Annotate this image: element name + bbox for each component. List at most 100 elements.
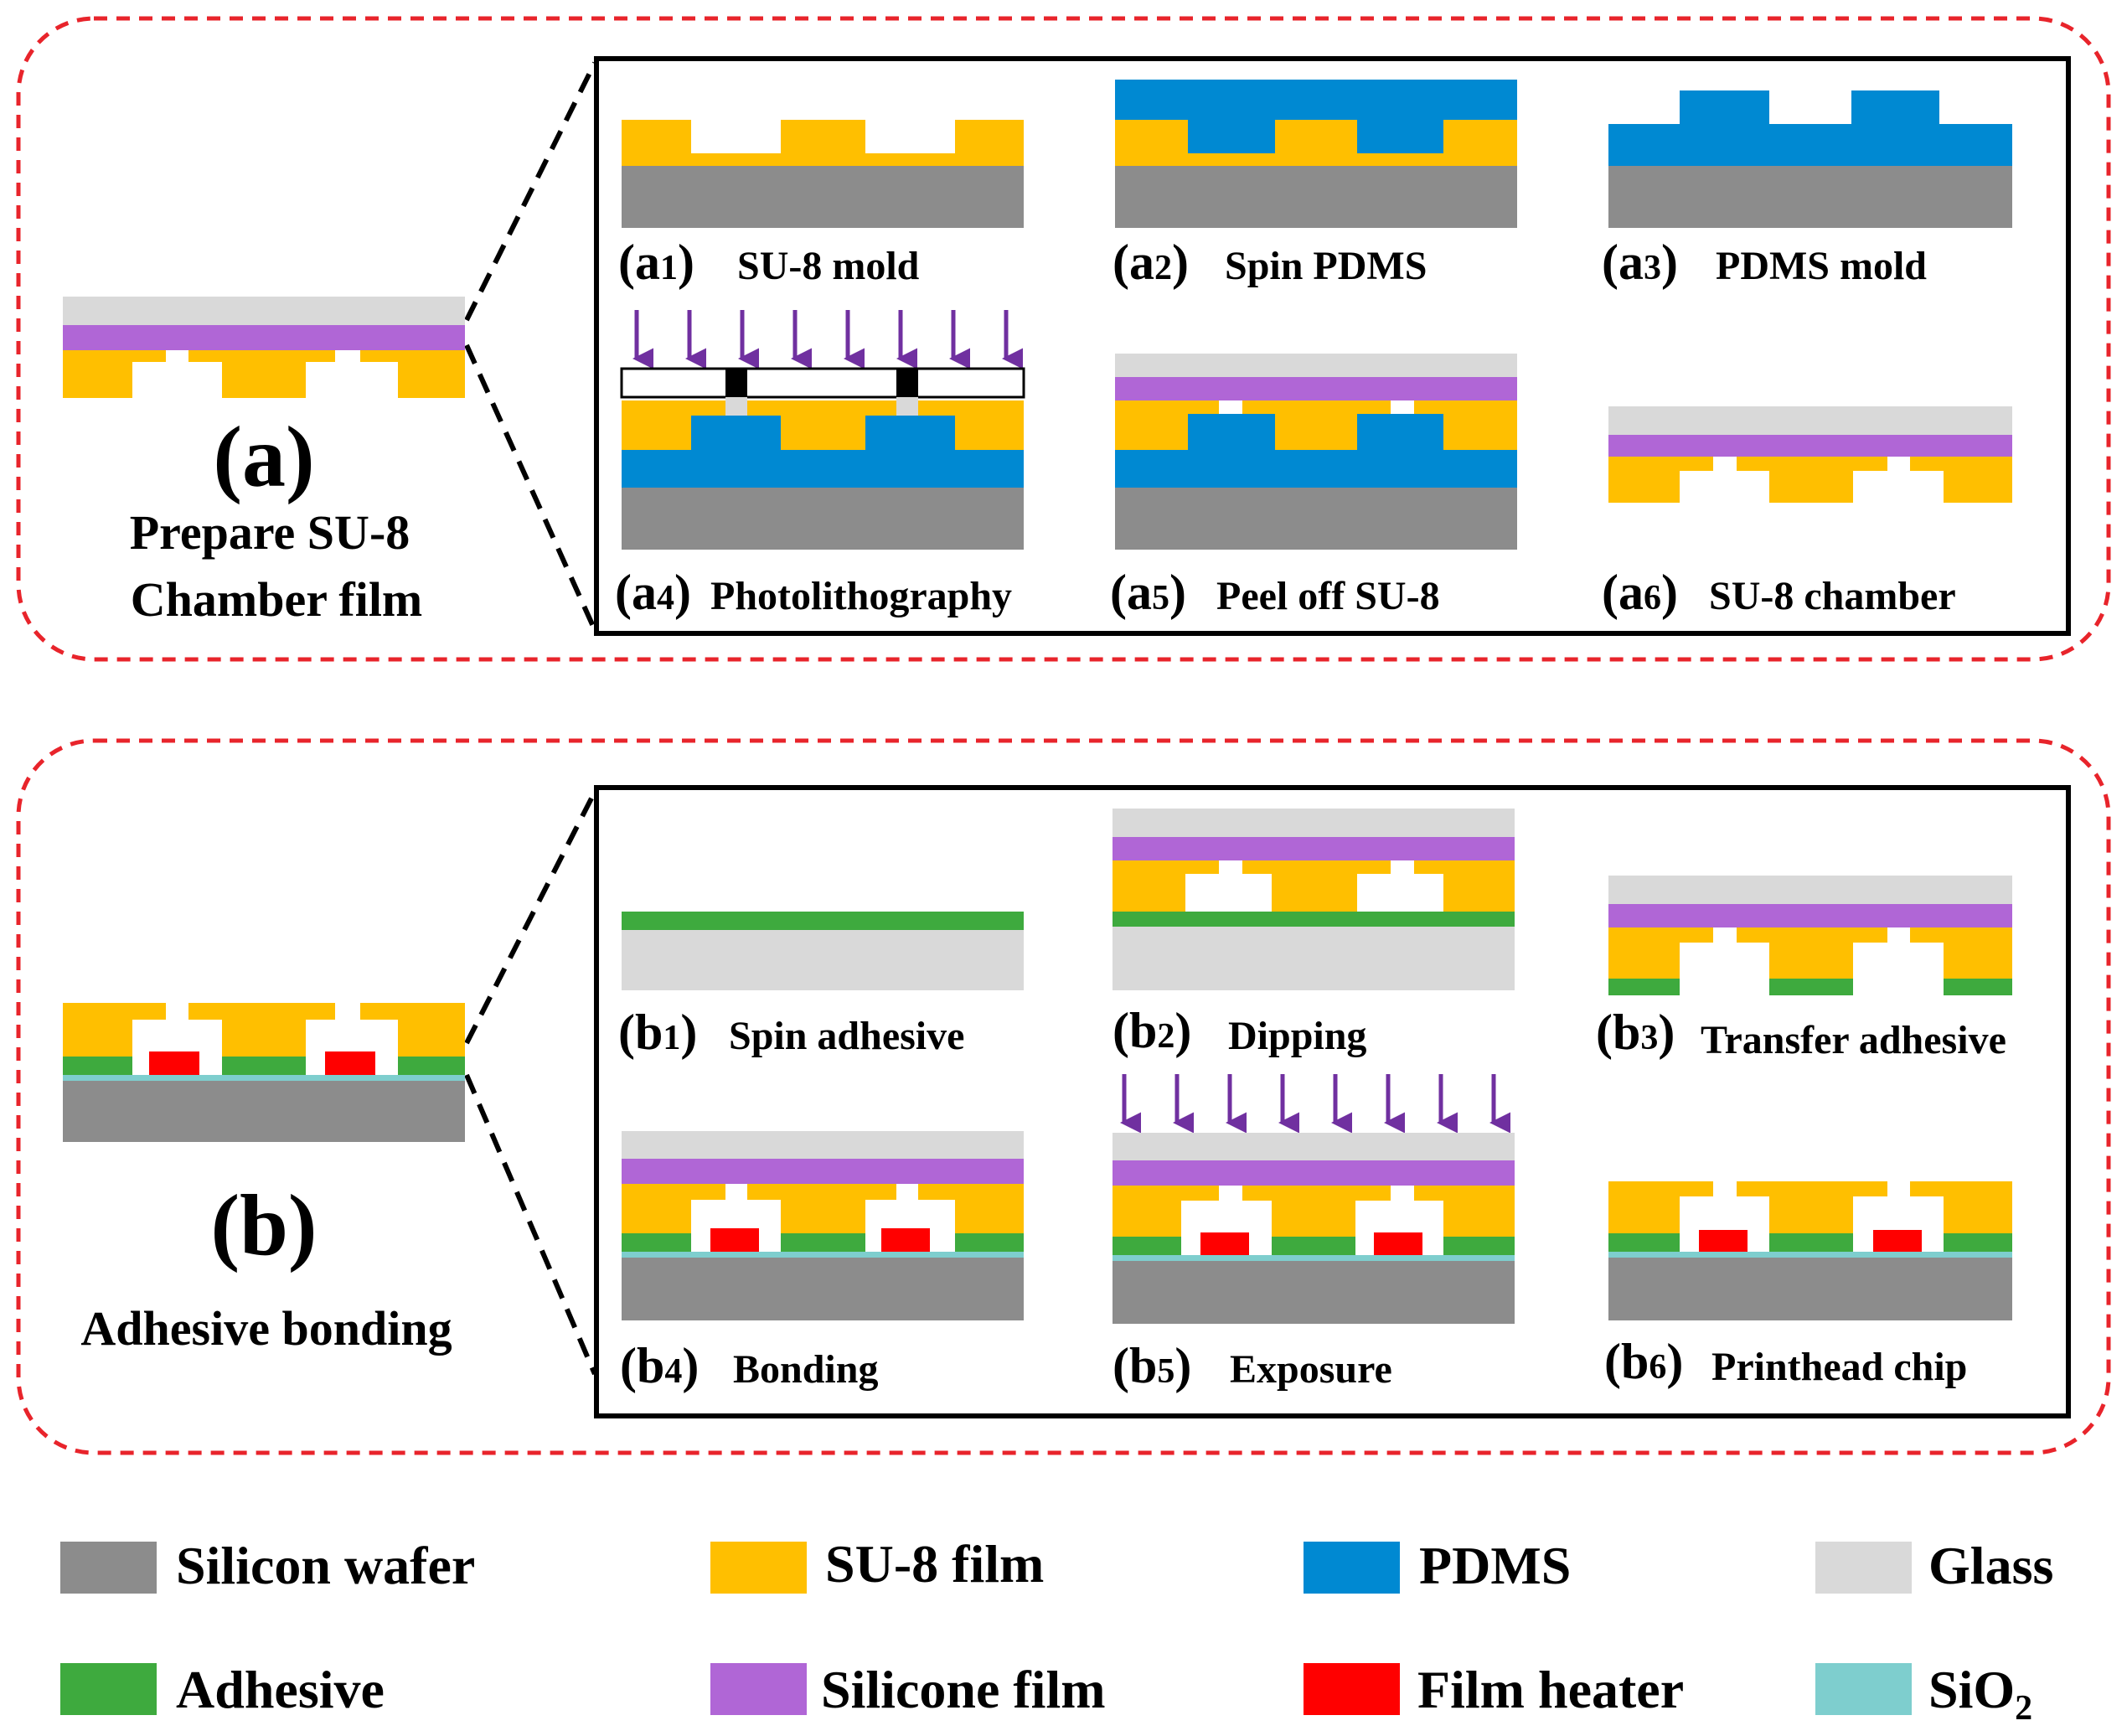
- film-heater: [1374, 1232, 1422, 1255]
- step-label: (a4): [615, 565, 691, 620]
- legend-swatch: [710, 1542, 807, 1594]
- pdms-mold-layer: [1608, 90, 2012, 166]
- step-b1-label: (b1) Spin adhesive: [618, 1005, 964, 1060]
- su8-layer: [1608, 1181, 2012, 1233]
- section-b: (b) Adhesive bonding: [16, 738, 2111, 1455]
- silicon-wafer-layer: [1608, 166, 2012, 228]
- step-b2-label: (b2) Dipping: [1113, 1003, 1366, 1058]
- film-heater: [881, 1228, 930, 1252]
- step-a5-label: (a5) Peel off SU-8: [1110, 565, 1440, 620]
- silicon-wafer-layer: [63, 1081, 465, 1142]
- su8-mold-layer: [622, 120, 1024, 166]
- legend-item-silicone-film: Silicone film: [710, 1660, 1106, 1719]
- step-caption: Exposure: [1230, 1347, 1392, 1392]
- unexposed-gap: [896, 397, 918, 416]
- step-a4-diagram: [620, 310, 1025, 550]
- legend-item-su8-film: SU-8 film: [710, 1534, 1044, 1594]
- step-b6-diagram: [1608, 1181, 2012, 1320]
- silicone-layer: [1113, 837, 1515, 860]
- glass-layer: [63, 297, 465, 325]
- legend-label: Silicone film: [821, 1660, 1106, 1719]
- silicone-layer: [1608, 904, 2012, 927]
- adhesive-layer: [1608, 979, 2012, 995]
- zoom-line-bottom-a: [464, 344, 597, 632]
- sio2-layer: [1608, 1252, 2012, 1258]
- step-caption: Printhead chip: [1711, 1345, 1967, 1389]
- step-caption: SU-8 mold: [737, 244, 920, 288]
- adhesive-layer: [1608, 1233, 2012, 1252]
- silicon-wafer-layer: [622, 488, 1024, 550]
- adhesive-layer: [622, 912, 1024, 930]
- adhesive-layer: [63, 1057, 465, 1075]
- sio2-layer: [63, 1075, 465, 1081]
- glass-layer: [1608, 876, 2012, 904]
- silicone-layer: [1115, 377, 1517, 400]
- glass-layer: [1113, 1133, 1515, 1160]
- legend-label: Glass: [1928, 1536, 2053, 1595]
- step-a3-diagram: [1608, 90, 2012, 228]
- su8-layer: [1608, 457, 2012, 503]
- step-a3-label: (a3) PDMS mold: [1602, 235, 1927, 290]
- step-label: (b5): [1113, 1338, 1191, 1393]
- silicone-layer: [622, 1159, 1024, 1184]
- step-b4-label: (b4) Bonding: [620, 1338, 878, 1393]
- pdms-layer: [1115, 80, 1517, 153]
- film-heater: [325, 1051, 375, 1075]
- film-heater: [1699, 1230, 1748, 1252]
- step-caption: Spin PDMS: [1225, 244, 1427, 288]
- step-label: (b6): [1604, 1334, 1683, 1389]
- silicone-layer: [1608, 435, 2012, 457]
- su8-layer: [1113, 860, 1515, 912]
- section-a: (a) Prepare SU-8 Chamber film: [16, 16, 2111, 662]
- step-b4-diagram: [622, 1131, 1024, 1320]
- zoom-line-top-a: [464, 61, 597, 322]
- legend-label: SU-8 film: [825, 1534, 1044, 1594]
- section-b-title: Adhesive bonding: [80, 1301, 452, 1356]
- legend-item-silicon-wafer: Silicon wafer: [60, 1536, 475, 1595]
- unexposed-gap: [725, 397, 747, 416]
- step-caption: Dipping: [1228, 1014, 1366, 1058]
- adhesive-layer: [622, 1233, 1024, 1252]
- su8-layer: [622, 1184, 1024, 1233]
- step-b5-label: (b5) Exposure: [1113, 1338, 1392, 1393]
- step-label: (b3): [1596, 1005, 1675, 1060]
- glass-layer: [1115, 354, 1517, 377]
- legend-item-film-heater: Film heater: [1304, 1660, 1684, 1719]
- glass-layer: [622, 1131, 1024, 1159]
- glass-layer: [622, 930, 1024, 990]
- su8-layer: [1608, 927, 2012, 979]
- silicone-layer: [1113, 1160, 1515, 1186]
- sio2-layer: [1113, 1255, 1515, 1261]
- zoom-line-bottom-b: [464, 1073, 597, 1376]
- adhesive-layer: [1113, 1237, 1515, 1255]
- glass-layer: [1113, 809, 1515, 837]
- step-label: (a5): [1110, 565, 1186, 620]
- legend-label: Film heater: [1417, 1660, 1684, 1719]
- section-b-letter: (b): [210, 1177, 317, 1274]
- film-heater: [149, 1051, 199, 1075]
- step-a1-label: (a1) SU-8 mold: [618, 235, 920, 290]
- step-caption: Spin adhesive: [729, 1014, 964, 1058]
- legend-swatch: [60, 1663, 157, 1715]
- step-b3-label: (b3) Transfer adhesive: [1596, 1005, 2006, 1062]
- step-caption: SU-8 chamber: [1709, 574, 1956, 618]
- step-label: (a1): [618, 235, 694, 290]
- mask-block: [896, 369, 918, 397]
- step-a1-diagram: [622, 120, 1024, 228]
- silicon-wafer-layer: [622, 1258, 1024, 1320]
- overview-printhead-chip: [63, 1003, 465, 1142]
- silicon-wafer-layer: [1115, 166, 1517, 228]
- film-heater: [710, 1228, 759, 1252]
- uv-arrows: [632, 310, 1023, 369]
- zoom-line-top-b: [464, 790, 597, 1045]
- silicone-layer: [63, 325, 465, 350]
- legend-item-glass: Glass: [1815, 1536, 2053, 1595]
- step-b1-diagram: [622, 912, 1024, 990]
- step-label: (a3): [1602, 235, 1678, 290]
- legend-swatch: [1815, 1542, 1912, 1594]
- film-heater: [1873, 1230, 1922, 1252]
- silicon-wafer-layer: [1608, 1258, 2012, 1320]
- legend-swatch: [1815, 1663, 1912, 1715]
- legend-swatch: [1304, 1663, 1400, 1715]
